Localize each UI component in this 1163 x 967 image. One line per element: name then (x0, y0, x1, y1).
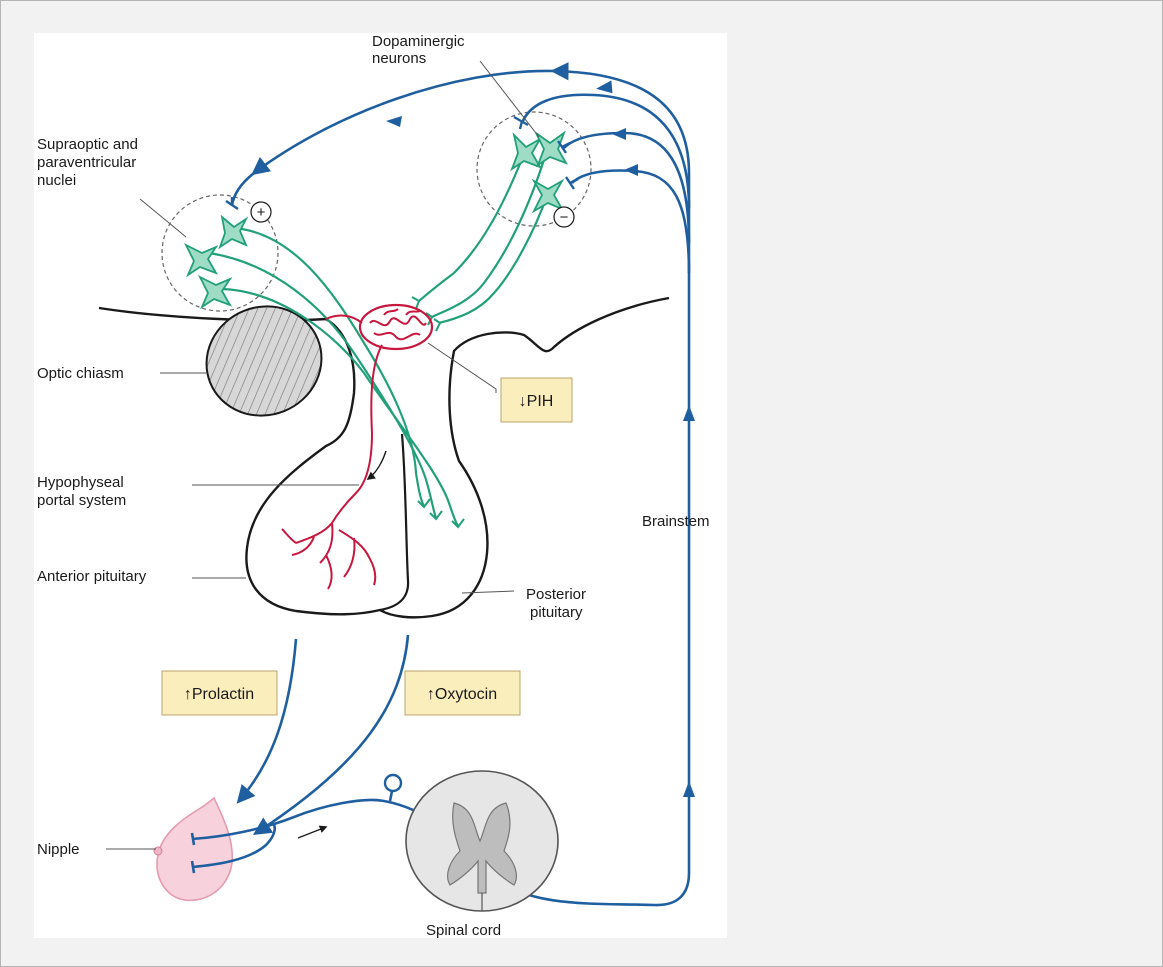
oxytocin-label: ↑Oxytocin (427, 686, 497, 703)
breast (156, 796, 234, 902)
posterior-pituitary-label-1: Posterior (526, 586, 586, 603)
optic-chiasm (205, 305, 323, 417)
pathway-arrowheads (386, 80, 695, 797)
oxytocin-axon-terminals (417, 498, 465, 529)
diagram-panel: + − ↓PIH ↑Prolactin ↑Oxytocin Dopaminerg… (34, 33, 727, 938)
nipple-mark (153, 846, 163, 856)
spinal-cord-label: Spinal cord (426, 922, 501, 938)
dopaminergic-label-1: Dopaminergic (372, 33, 465, 50)
portal-flow-arrow (366, 450, 387, 481)
dopaminergic-label-2: neurons (372, 50, 426, 67)
prolactin-label: ↑Prolactin (184, 686, 254, 703)
oxytocin-neuron-axons (208, 226, 459, 527)
afferent-direction-arrow (297, 825, 328, 839)
pituitary-divider (379, 433, 410, 612)
pih-box: ↓PIH (500, 377, 573, 423)
milk-ejection-reflex-diagram: + − ↓PIH ↑Prolactin ↑Oxytocin Dopaminerg… (37, 33, 710, 938)
supraoptic-label-2: paraventricular (37, 154, 136, 171)
optic-chiasm-label: Optic chiasm (37, 365, 124, 382)
supraoptic-label-1: Supraoptic and (37, 136, 138, 153)
minus-sign-circle: − (553, 206, 575, 228)
prolactin-box: ↑Prolactin (161, 670, 278, 716)
plus-sign-circle: + (250, 201, 272, 223)
synaptic-terminals (225, 115, 579, 210)
leader-lines (106, 60, 540, 850)
dopaminergic-axon-terminals (411, 296, 442, 332)
hypophyseal-label-1: Hypophyseal (37, 474, 124, 491)
pih-label: ↓PIH (519, 393, 554, 410)
supraoptic-neuron-cells (183, 214, 249, 310)
brain-base-outline (98, 296, 670, 619)
dorsal-root-ganglion (383, 773, 403, 793)
spinal-cord-section (405, 770, 559, 912)
hypophyseal-label-2: portal system (37, 492, 126, 509)
oxytocin-box: ↑Oxytocin (404, 670, 521, 716)
posterior-pituitary-label-2: pituitary (530, 604, 583, 621)
dopaminergic-axons (418, 146, 550, 325)
hypophyseal-portal-system (281, 303, 434, 590)
anterior-pituitary-label: Anterior pituitary (37, 568, 147, 585)
plus-sign: + (257, 204, 266, 221)
nipple-label: Nipple (37, 841, 80, 858)
minus-sign: − (560, 209, 569, 226)
brainstem-label: Brainstem (642, 513, 710, 530)
hormone-release-arrows (236, 634, 410, 835)
dopaminergic-neurons-circle (476, 111, 592, 227)
supraoptic-nuclei-circle (161, 194, 279, 312)
supraoptic-label-3: nuclei (37, 172, 76, 189)
